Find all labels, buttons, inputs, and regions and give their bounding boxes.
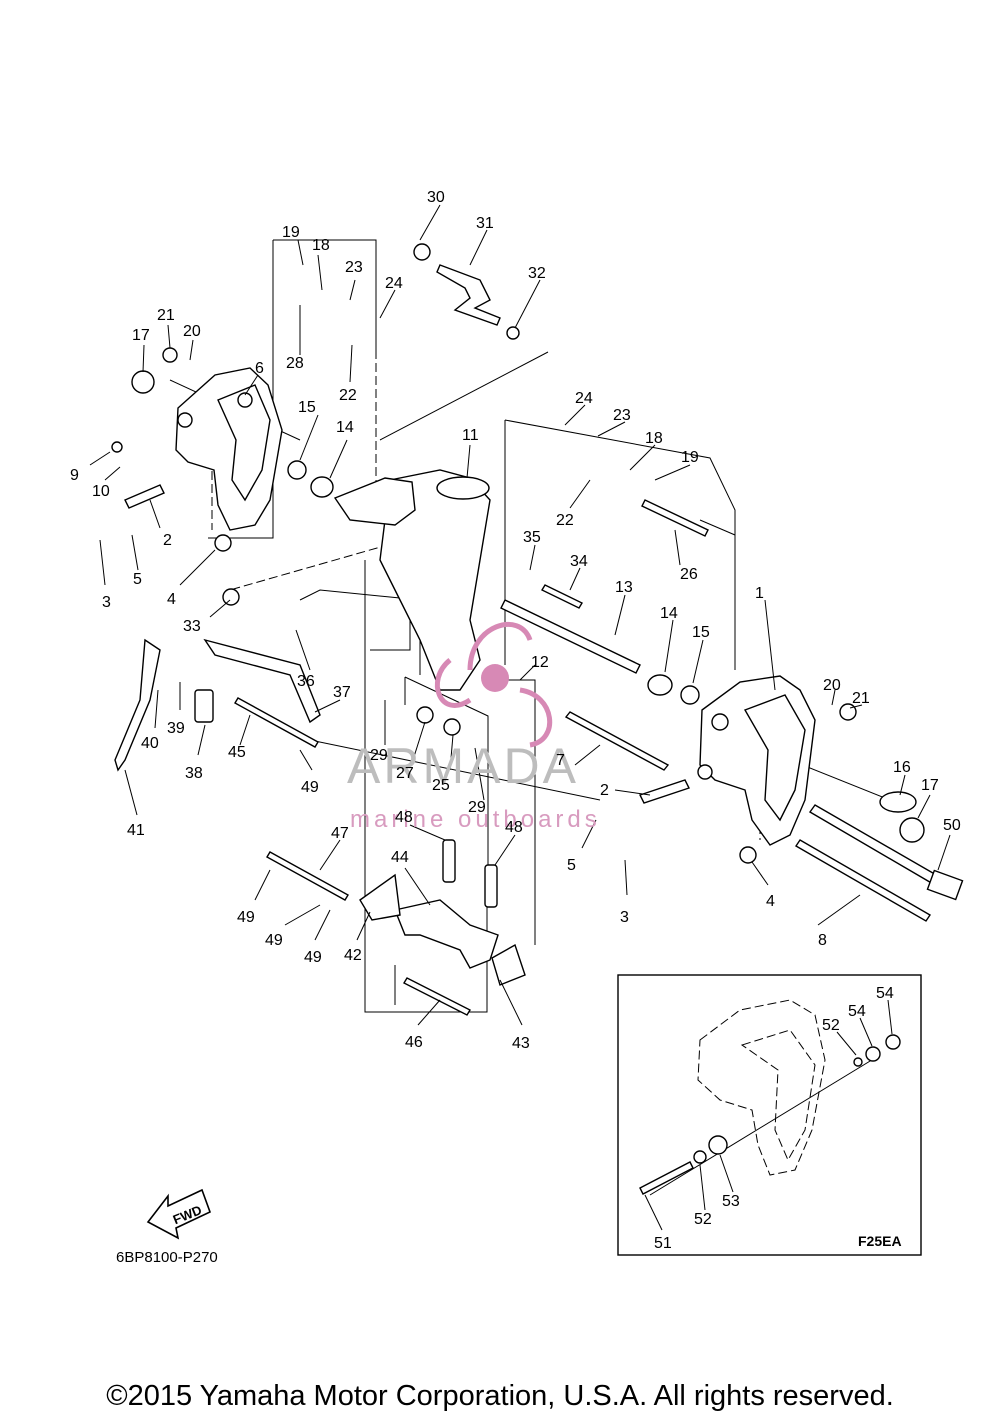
callout-21: 21 xyxy=(157,307,175,324)
callout-40: 40 xyxy=(141,735,159,752)
inset-label: F25EA xyxy=(858,1233,902,1249)
callout-49: 49 xyxy=(265,932,283,949)
callout-38: 38 xyxy=(185,765,203,782)
callout-20: 20 xyxy=(183,323,201,340)
callout-27: 27 xyxy=(396,765,414,782)
callout-41: 41 xyxy=(127,822,145,839)
watermark: ARMADA marine outboards xyxy=(347,621,601,833)
callout-34: 34 xyxy=(570,553,588,570)
callout-14: 14 xyxy=(336,419,354,436)
callout-6: 6 xyxy=(255,360,264,377)
leader-lines xyxy=(89,204,951,1026)
callout-54: 54 xyxy=(848,1003,866,1020)
callout-48: 48 xyxy=(395,809,413,826)
watermark-brand: ARMADA xyxy=(347,738,579,794)
callout-11: 11 xyxy=(462,427,479,444)
callout-25: 25 xyxy=(432,777,450,794)
callout-26: 26 xyxy=(680,566,698,583)
callout-49: 49 xyxy=(304,949,322,966)
callout-2: 2 xyxy=(600,782,609,799)
callout-33: 33 xyxy=(183,618,201,635)
callout-52: 52 xyxy=(694,1211,712,1228)
callout-5: 5 xyxy=(133,571,142,588)
callout-22: 22 xyxy=(556,512,574,529)
diagram-code: 6BP8100-P270 xyxy=(116,1249,218,1266)
callout-30: 30 xyxy=(427,189,445,206)
part-drawings xyxy=(111,243,964,1016)
callout-29: 29 xyxy=(468,799,486,816)
callout-16: 16 xyxy=(893,759,911,776)
callout-4: 4 xyxy=(167,591,176,608)
callout-32: 32 xyxy=(528,265,546,282)
callout-12: 12 xyxy=(531,654,549,671)
callout-9: 9 xyxy=(70,467,79,484)
inset-f25ea xyxy=(617,974,922,1256)
callout-24: 24 xyxy=(385,275,403,292)
callout-36: 36 xyxy=(297,673,315,690)
callout-5: 5 xyxy=(567,857,576,874)
callout-7: 7 xyxy=(556,752,565,769)
callout-3: 3 xyxy=(620,909,629,926)
callout-4: 4 xyxy=(766,893,775,910)
assembly-lines xyxy=(169,239,891,1013)
callout-49: 49 xyxy=(237,909,255,926)
callout-24: 24 xyxy=(575,390,593,407)
callout-23: 23 xyxy=(345,259,363,276)
armada-logo-icon xyxy=(434,621,553,748)
steering-shaft xyxy=(500,599,641,674)
callout-21: 21 xyxy=(852,690,870,707)
callout-15: 15 xyxy=(298,399,316,416)
callout-20: 20 xyxy=(823,677,841,694)
callout-52: 52 xyxy=(822,1017,840,1034)
callout-22: 22 xyxy=(339,387,357,404)
callout-17: 17 xyxy=(132,327,150,344)
callout-29: 29 xyxy=(370,747,388,764)
callout-35: 35 xyxy=(523,529,541,546)
callout-8: 8 xyxy=(818,932,827,949)
callout-17: 17 xyxy=(921,777,939,794)
callout-18: 18 xyxy=(312,237,330,254)
fwd-arrow-icon: FWD xyxy=(146,1188,212,1240)
callout-19: 19 xyxy=(282,224,300,241)
clamp-bracket-left xyxy=(175,367,283,531)
callout-39: 39 xyxy=(167,720,185,737)
callout-28: 28 xyxy=(286,355,304,372)
copyright-notice: ©2015 Yamaha Motor Corporation, U.S.A. A… xyxy=(106,1380,894,1412)
callout-18: 18 xyxy=(645,430,663,447)
callout-46: 46 xyxy=(405,1034,423,1051)
callout-51: 51 xyxy=(654,1235,672,1252)
callout-53: 53 xyxy=(722,1193,740,1210)
callout-23: 23 xyxy=(613,407,631,424)
callout-48: 48 xyxy=(505,819,523,836)
callout-1: 1 xyxy=(755,585,764,602)
callout-42: 42 xyxy=(344,947,362,964)
callout-54: 54 xyxy=(876,985,894,1002)
callout-3: 3 xyxy=(102,594,111,611)
watermark-tagline: marine outboards xyxy=(350,806,601,833)
callout-13: 13 xyxy=(615,579,633,596)
callout-19: 19 xyxy=(681,449,699,466)
callout-45: 45 xyxy=(228,744,246,761)
callout-43: 43 xyxy=(512,1035,530,1052)
callout-50: 50 xyxy=(943,817,961,834)
callout-2: 2 xyxy=(163,532,172,549)
callout-15: 15 xyxy=(692,624,710,641)
callout-labels: 1 2 2 3 3 4 4 5 5 6 7 8 9 10 11 12 13 14… xyxy=(70,189,961,1252)
callout-10: 10 xyxy=(92,483,110,500)
callout-47: 47 xyxy=(331,825,349,842)
callout-44: 44 xyxy=(391,849,409,866)
callout-37: 37 xyxy=(333,684,351,701)
callout-31: 31 xyxy=(476,215,494,232)
callout-49: 49 xyxy=(301,779,319,796)
callout-14: 14 xyxy=(660,605,678,622)
